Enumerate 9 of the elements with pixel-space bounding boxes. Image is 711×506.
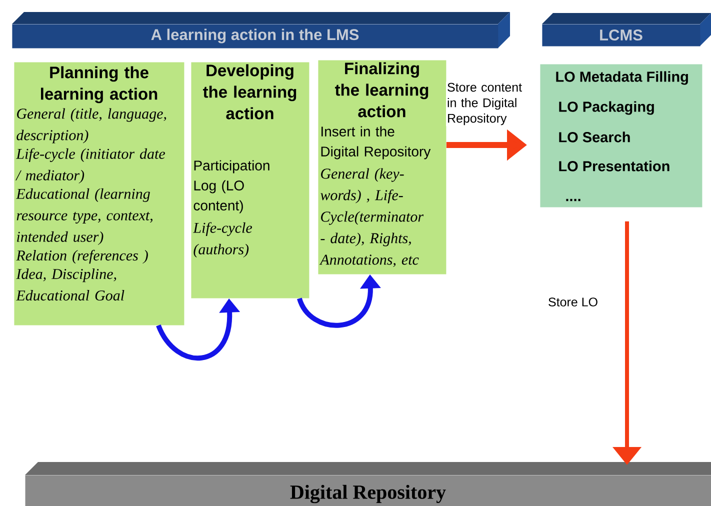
process-box: Planning the learning action General (title, language, description) Life-cycle (initiator date / mediator) Educational (learning resource type, context, intended user) Relation (references ) Idea, Discipline, Educational Goal: [14, 62, 184, 326]
edge-label: Store content in the Digital Repository: [446, 82, 536, 126]
process-box: Finalizing the learning action Insert in the Digital Repository General (key-words) , Life-Cycle(terminator - date), Rights, Annotations, etc: [318, 60, 446, 274]
edge-label: Store LO: [547, 296, 600, 308]
process-box: LO Metadata Filling LO Packaging LO Search LO Presentation ....: [540, 64, 702, 208]
process-box: Developing the learning action Participation Log (LO content) Life-cycle (authors): [191, 62, 310, 298]
band: A learning action in the LMS: [12, 12, 510, 48]
band: Digital Repository: [25, 462, 711, 506]
band: LCMS: [542, 13, 711, 46]
